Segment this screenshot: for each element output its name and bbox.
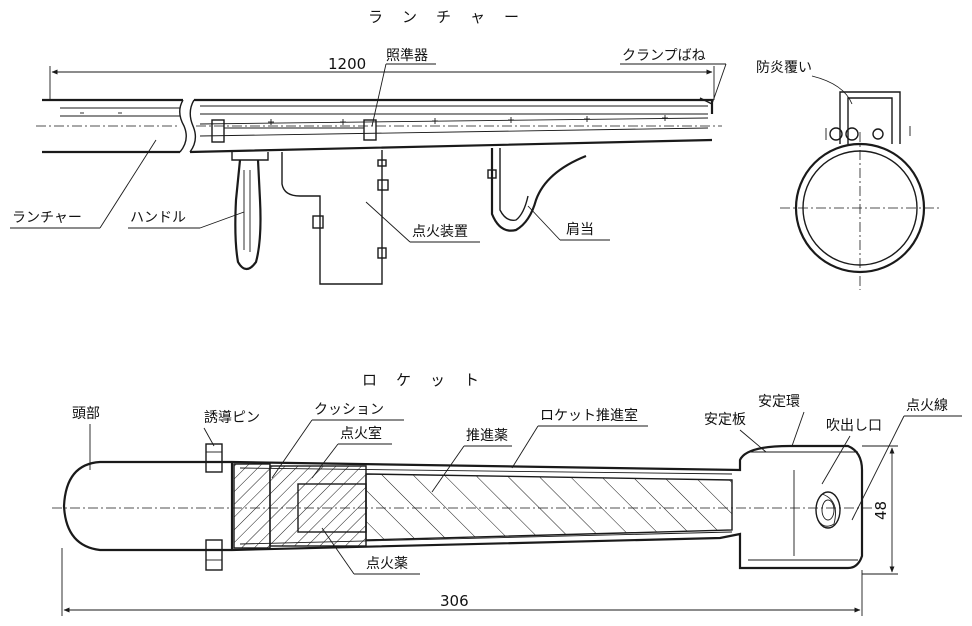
rocket-title: ロ ケ ッ ト <box>362 371 481 389</box>
rocket-section <box>52 443 872 571</box>
label-ignition-chamber: 点火室 <box>340 425 382 442</box>
label-igniter: 点火装置 <box>412 224 468 240</box>
label-propellant: 推進薬 <box>466 428 508 444</box>
label-handle: ハンドル <box>130 210 186 226</box>
label-flash-cover: 防炎覆い <box>756 60 812 76</box>
label-cushion: クッション <box>314 402 384 418</box>
rocket-labels: 頭部 誘導ピン クッション 点火室 推進薬 ロケット推進室 安定板 安定環 吹出… <box>72 394 962 575</box>
label-nozzle: 吹出し口 <box>826 418 882 434</box>
rocket-dimensions: 306 48 <box>61 445 898 616</box>
launcher-end-view <box>780 91 940 290</box>
label-igniter-charge: 点火薬 <box>366 556 408 572</box>
launcher-labels: 照準器 クランプばね 防炎覆い ランチャー ハンドル 点火装置 肩当 <box>10 48 853 243</box>
rocket-length-dimension: 306 <box>440 592 469 610</box>
label-rocket-motor: ロケット推進室 <box>540 407 638 424</box>
launcher-length-dimension: 1200 <box>328 55 366 73</box>
label-ignition-wire: 点火線 <box>906 398 948 414</box>
launcher-title: ラ ン チ ャ ー <box>368 8 521 26</box>
label-stabilizer-plate: 安定板 <box>704 412 746 428</box>
label-guide-pin: 誘導ピン <box>204 410 260 426</box>
label-stabilizer-ring: 安定環 <box>758 394 800 410</box>
label-shoulder-rest: 肩当 <box>566 222 594 238</box>
launcher-side-view: 1200 <box>36 55 722 285</box>
label-sight: 照準器 <box>386 48 428 64</box>
label-head: 頭部 <box>72 406 100 422</box>
label-clamp-spring: クランプばね <box>622 48 706 64</box>
label-launcher: ランチャー <box>12 210 82 226</box>
exhaust-diameter-dimension: 48 <box>872 501 890 520</box>
